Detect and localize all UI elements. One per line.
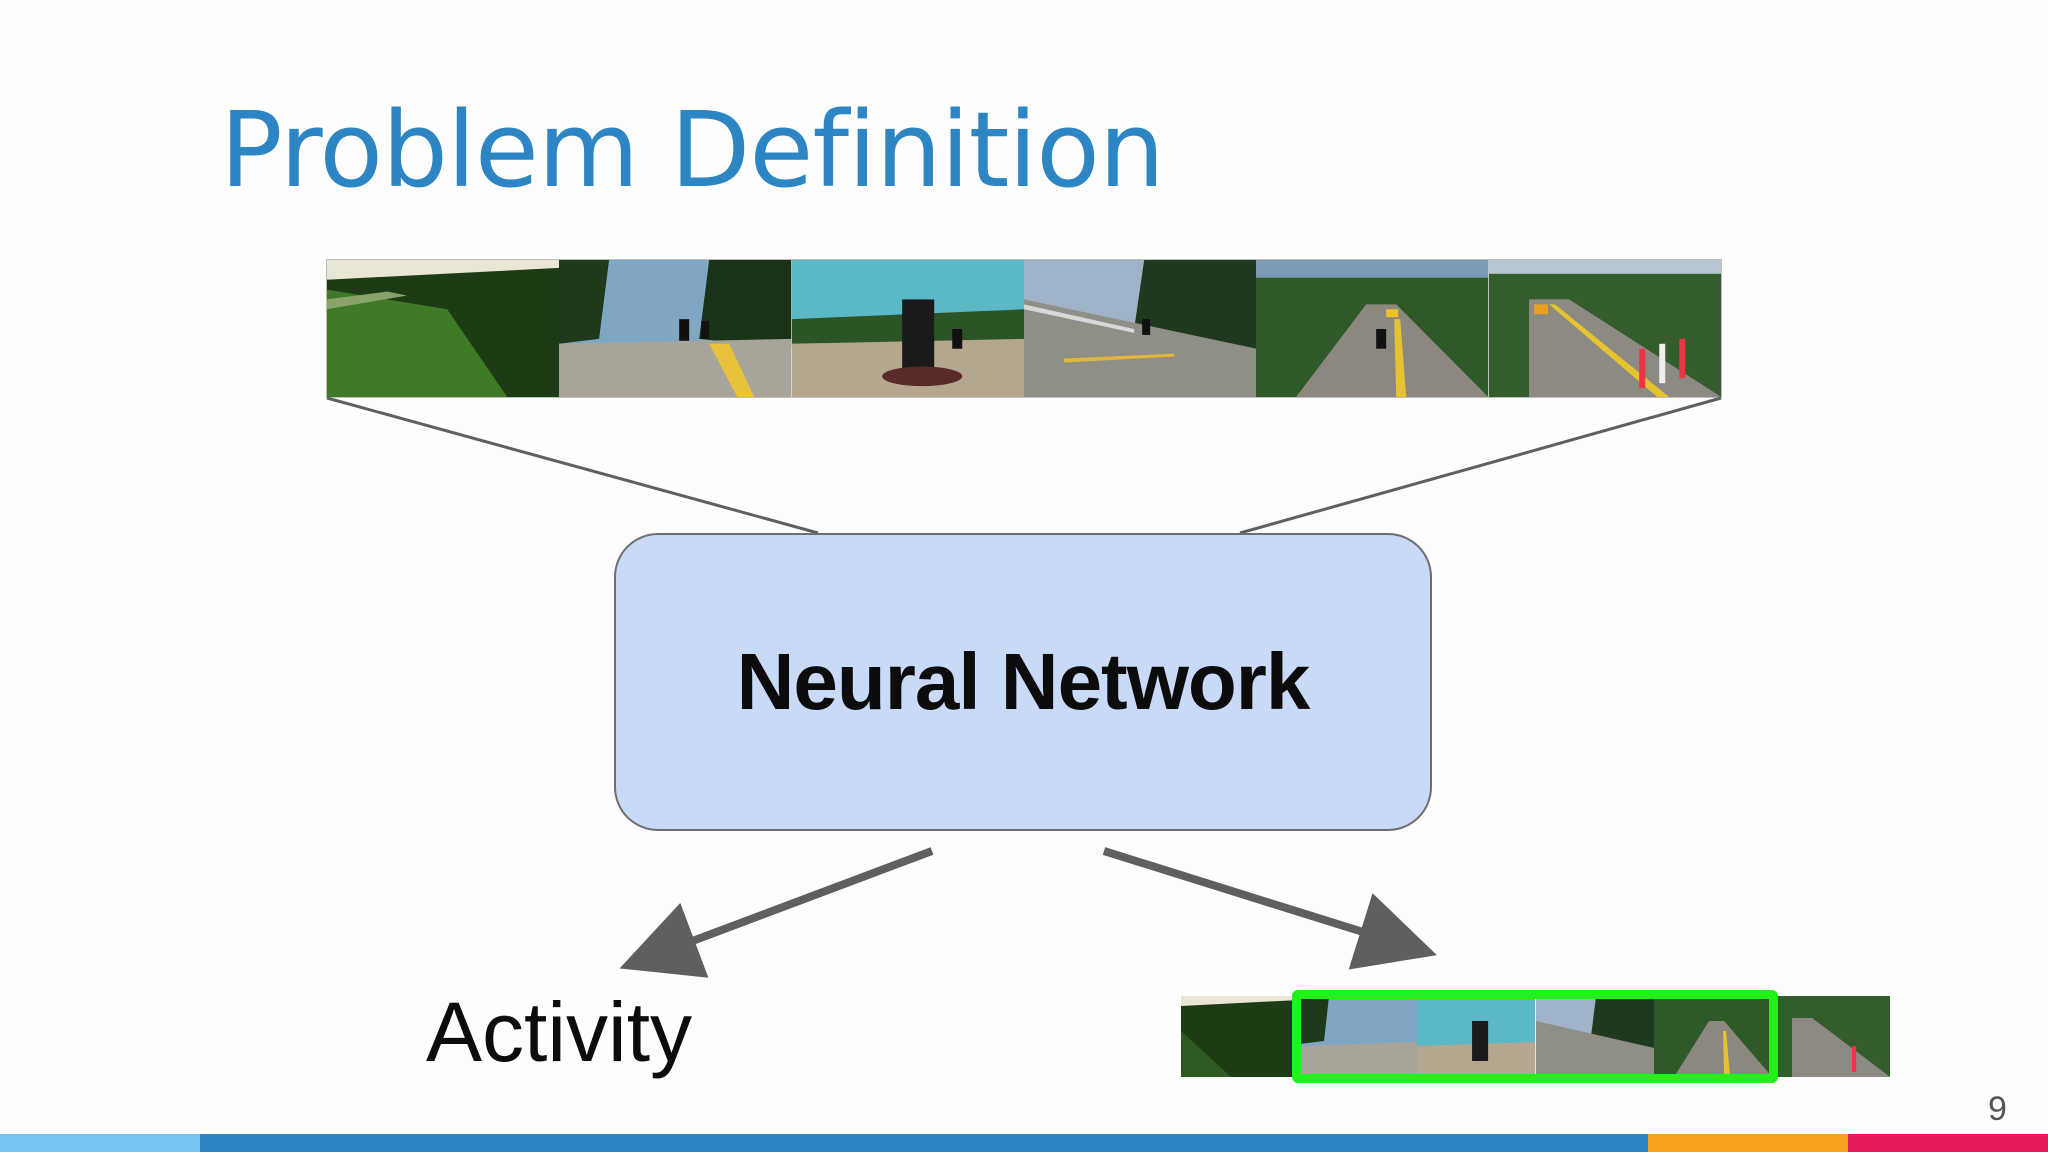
funnel-line-left	[326, 396, 819, 535]
bar-segment-blue	[200, 1134, 1648, 1152]
output-frame-3	[1417, 996, 1536, 1077]
output-frame-1	[1181, 996, 1300, 1077]
video-frame-6	[1488, 260, 1721, 397]
output-frame-4	[1535, 996, 1654, 1077]
output-frame-2	[1299, 996, 1418, 1077]
video-frame-5	[1256, 260, 1489, 397]
funnel-line-right	[1239, 396, 1722, 535]
video-frame-2	[559, 260, 792, 397]
bottom-color-bar	[0, 1134, 2048, 1152]
video-frame-4	[1023, 260, 1257, 397]
video-frame-3	[791, 260, 1024, 397]
output-frame-6	[1771, 996, 1891, 1077]
slide-title: Problem Definition	[220, 89, 1165, 211]
output-frame-5	[1653, 996, 1772, 1077]
neural-network-box: Neural Network	[614, 533, 1432, 831]
bar-segment-orange	[1648, 1134, 1848, 1152]
bar-segment-light-blue	[0, 1134, 200, 1152]
arrow-to-localization	[1102, 847, 1437, 970]
output-video-filmstrip	[1181, 996, 1891, 1077]
video-frame-1	[327, 260, 560, 397]
activity-label: Activity	[426, 985, 693, 1079]
arrow-to-activity	[619, 847, 934, 978]
page-number: 9	[1988, 1090, 2007, 1128]
bar-segment-pink	[1848, 1134, 2048, 1152]
neural-network-label: Neural Network	[736, 637, 1311, 726]
temporal-localization-highlight	[1292, 990, 1778, 1083]
input-video-filmstrip	[326, 259, 1722, 398]
